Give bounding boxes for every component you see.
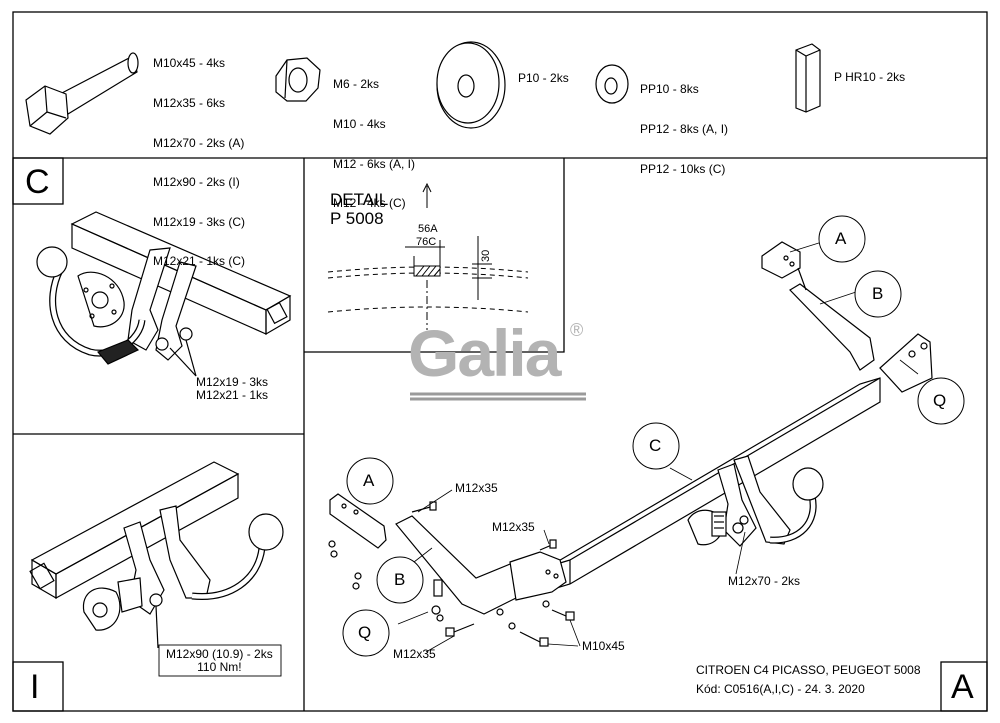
bolt-spec-item: M12x70 - 2ks (A) xyxy=(153,135,245,150)
label-m12x35-b: M12x35 xyxy=(492,520,535,534)
panel-a-label: A xyxy=(951,668,974,706)
galia-logo-mark: ® xyxy=(570,320,584,340)
galia-logo xyxy=(410,392,586,401)
plate-icon xyxy=(795,43,821,113)
c-label-box xyxy=(12,157,64,205)
detail-drawing xyxy=(327,182,529,330)
i-label-box xyxy=(12,661,64,712)
bolt-spec-item: M10x45 - 4ks xyxy=(153,56,226,71)
drawing-code: Kód: C0516(A,I,C) - 24. 3. 2020 xyxy=(696,682,865,696)
callout-q-left xyxy=(342,609,390,657)
bolt-spec-item: M12x35 - 6ks xyxy=(153,96,226,111)
outer-frame xyxy=(12,11,988,712)
nut-spec-item: M10 - 4ks xyxy=(333,117,386,132)
callout-b-top xyxy=(854,270,902,318)
callout-a-top xyxy=(818,215,866,263)
nut-spec-item: M12 - 6ks (A, I) xyxy=(333,156,416,171)
detail-dim-top: 56A xyxy=(418,223,438,235)
i-bolts-box xyxy=(158,644,282,677)
spring-washer-icon xyxy=(595,64,629,104)
panel-c-label: C xyxy=(25,163,50,201)
callout-c-main-text: C xyxy=(649,436,662,455)
spring-washer-spec-item: PP12 - 8ks (A, I) xyxy=(640,122,729,137)
main-assembly-drawing xyxy=(328,241,933,647)
callout-b-top-text: B xyxy=(872,284,884,303)
bolt-spec-item: M12x21 - 1ks (C) xyxy=(153,254,246,269)
panel-i-label: I xyxy=(30,668,40,706)
detail-box xyxy=(304,158,565,353)
nut-spec-list: M6 - 2ks M10 - 4ks M12 - 6ks (A, I) M12 … xyxy=(333,52,415,224)
panel-i-drawing xyxy=(29,461,284,649)
bolt-spec-item: M12x90 - 2ks (I) xyxy=(153,175,240,190)
callout-circles xyxy=(342,215,965,657)
callout-q-left-text: Q xyxy=(358,623,372,642)
callout-q-right xyxy=(917,377,965,425)
spring-washer-spec-list: PP10 - 8ks PP12 - 8ks (A, I) PP12 - 10ks… xyxy=(640,57,728,189)
callout-a-left xyxy=(346,457,394,505)
label-m12x70: M12x70 - 2ks xyxy=(728,574,801,588)
detail-dim-side: 30 xyxy=(480,249,492,262)
callout-c-main xyxy=(632,422,680,470)
callout-a-left-text: A xyxy=(363,471,375,490)
callout-a-top-text: A xyxy=(835,229,847,248)
detail-title: DETAIL P 5008 xyxy=(330,190,389,228)
bolt-spec-list: M10x45 - 4ks M12x35 - 6ks M12x70 - 2ks (… xyxy=(153,31,245,282)
large-washer-icon xyxy=(436,41,506,129)
nut-spec-item: M12 - 4ks (C) xyxy=(333,196,406,211)
spring-washer-spec-item: PP10 - 8ks xyxy=(640,82,699,97)
label-m12x35-c: M12x35 xyxy=(393,647,436,661)
callout-b-left xyxy=(376,556,424,604)
detail-dim-bottom: 76C xyxy=(416,236,437,248)
label-m12x35-a: M12x35 xyxy=(455,481,498,495)
callout-q-right-text: Q xyxy=(933,391,947,410)
callout-b-left-text: B xyxy=(394,570,406,589)
panel-c-drawing xyxy=(36,211,292,377)
a-label-box xyxy=(940,661,988,712)
panel-i-bolts: M12x90 (10.9) - 2ks 110 Nm! xyxy=(166,647,273,675)
galia-logo-text: Galia xyxy=(408,316,561,390)
vehicle-title: CITROEN C4 PICASSO, PEUGEOT 5008 xyxy=(696,663,921,677)
label-m10x45: M10x45 xyxy=(582,639,625,653)
spring-washer-spec-item: PP12 - 10ks (C) xyxy=(640,161,726,176)
bolt-spec-item: M12x19 - 3ks (C) xyxy=(153,214,246,229)
panel-c-bolts: M12x19 - 3ks M12x21 - 1ks xyxy=(196,375,269,403)
nut-spec-item: M6 - 2ks xyxy=(333,77,380,92)
washer-spec: P10 - 2ks xyxy=(518,71,569,85)
bolt-icon xyxy=(25,52,139,135)
plate-spec: P HR10 - 2ks xyxy=(834,70,906,84)
leader-lines xyxy=(357,241,919,653)
nut-icon xyxy=(275,57,321,102)
